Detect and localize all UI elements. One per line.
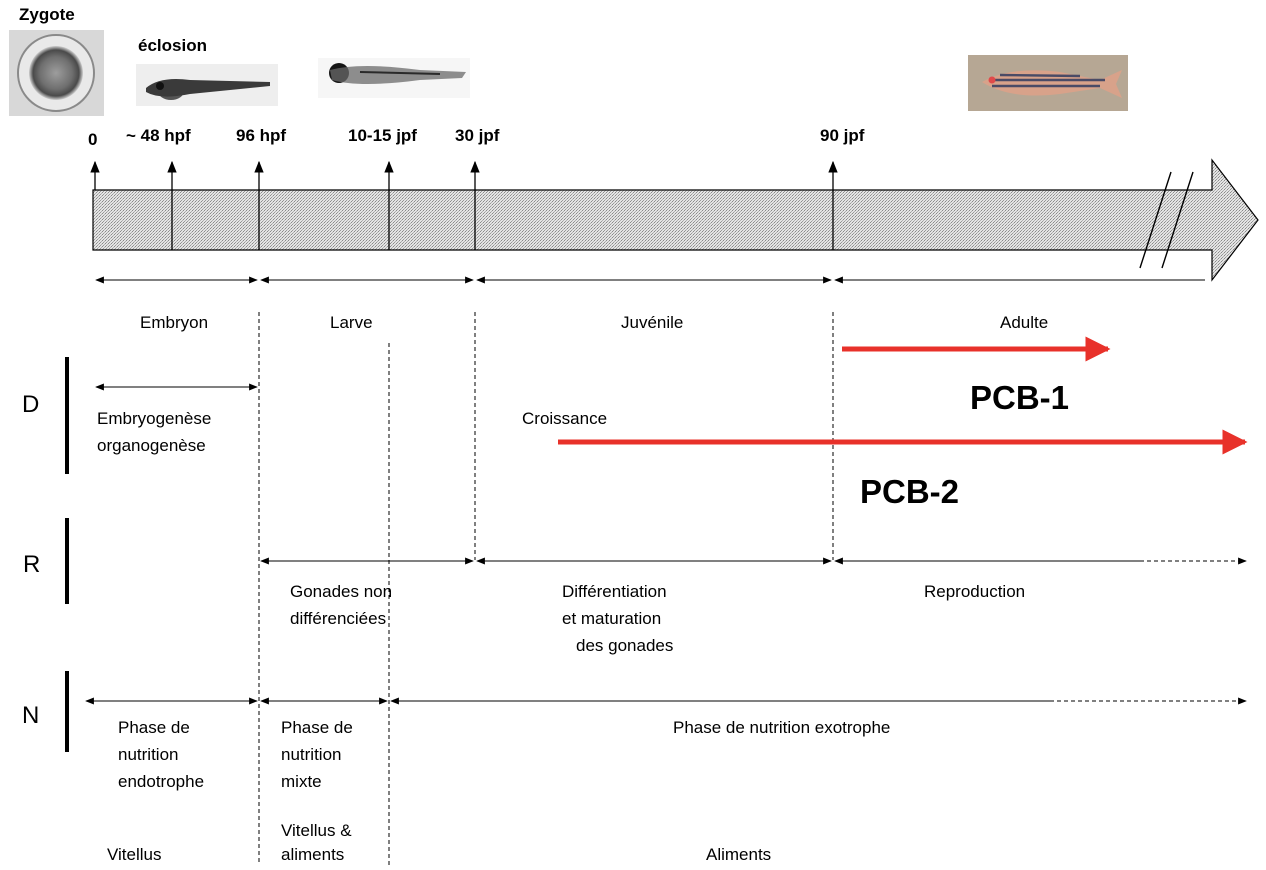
endo-label-3: endotrophe: [118, 772, 204, 791]
row-label-n: N: [22, 702, 39, 729]
embryogenese-label: Embryogenèse: [97, 409, 211, 428]
endo-label-1: Phase de: [118, 718, 190, 737]
vitellus-label: Vitellus: [107, 845, 162, 864]
zygote-image: [9, 30, 104, 116]
croissance-label: Croissance: [522, 409, 607, 428]
period-juvenile: Juvénile: [621, 313, 683, 332]
pcb2-label: PCB-2: [860, 473, 959, 510]
mixte-label-3: mixte: [281, 772, 322, 791]
tick-label: ~ 48 hpf: [126, 126, 191, 145]
tick-label: 0: [88, 130, 97, 149]
adult-fish-image: [968, 55, 1128, 111]
aliments-label: Aliments: [706, 845, 771, 864]
row-label-d: D: [22, 391, 39, 418]
zygote-label: Zygote: [19, 5, 75, 24]
exotrophe-label: Phase de nutrition exotrophe: [673, 718, 890, 737]
larva-image: [318, 58, 470, 98]
differentiation-label-2: et maturation: [562, 609, 661, 628]
timeline-arrow: [92, 158, 1259, 282]
period-embryon: Embryon: [140, 313, 208, 332]
period-adulte: Adulte: [1000, 313, 1048, 332]
tick-label: 90 jpf: [820, 126, 865, 145]
period-labels: Embryon Larve Juvénile Adulte: [140, 313, 1048, 332]
food-row: Vitellus Vitellus & aliments Aliments: [107, 821, 771, 864]
gonades-label-1: Gonades non: [290, 582, 392, 601]
reproduction-label: Reproduction: [924, 582, 1025, 601]
vitellus-aliments-label-1: Vitellus &: [281, 821, 352, 840]
hatchling-image: [136, 64, 278, 106]
timeline-tick-arrows: [90, 160, 838, 250]
tick-label: 10-15 jpf: [348, 126, 417, 145]
gonades-label-2: différenciées: [290, 609, 386, 628]
mixte-label-2: nutrition: [281, 745, 341, 764]
differentiation-label-3: des gonades: [576, 636, 673, 655]
differentiation-label-1: Différentiation: [562, 582, 667, 601]
timeline-tick-labels: 0 ~ 48 hpf 96 hpf 10-15 jpf 30 jpf 90 jp…: [88, 126, 865, 149]
row-label-r: R: [23, 551, 40, 578]
period-larve: Larve: [330, 313, 373, 332]
stage-images: Zygote éclosion: [9, 5, 1128, 116]
organogenese-label: organogenèse: [97, 436, 206, 455]
row-markers: D R N: [22, 357, 69, 752]
vitellus-aliments-label-2: aliments: [281, 845, 344, 864]
reproduction-row: Gonades non différenciées Différentiatio…: [260, 557, 1247, 655]
stage-separators: [258, 312, 834, 865]
tick-label: 96 hpf: [236, 126, 286, 145]
pcb1-label: PCB-1: [970, 379, 1069, 416]
mixte-label-1: Phase de: [281, 718, 353, 737]
development-row: Embryogenèse organogenèse Croissance PCB…: [95, 336, 1248, 510]
endo-label-2: nutrition: [118, 745, 178, 764]
tick-label: 30 jpf: [455, 126, 500, 145]
eclosion-label: éclosion: [138, 36, 207, 55]
nutrition-row: Phase de nutrition endotrophe Phase de n…: [85, 697, 1247, 791]
